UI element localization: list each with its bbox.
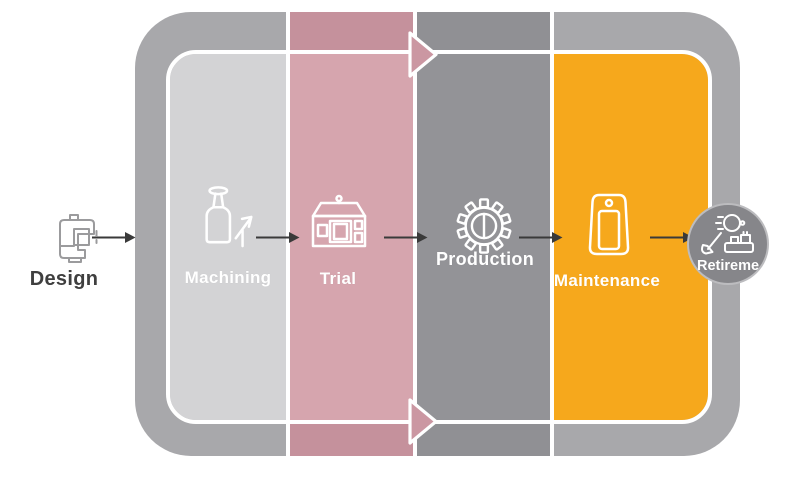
band-separator xyxy=(413,12,417,456)
flow-arrow-design-machining xyxy=(92,232,136,243)
band-separator xyxy=(286,12,290,456)
phase-arrow-bottom-icon xyxy=(408,398,438,445)
stage-label-production: Production xyxy=(436,249,534,269)
stage-label-maintenance: Maintenance xyxy=(553,271,661,290)
trial-factory-icon xyxy=(311,194,367,248)
stage-label-trial: Trial xyxy=(319,269,357,288)
retirement-scrap-icon xyxy=(701,214,754,255)
stage-label-design: Design xyxy=(29,268,99,290)
production-gear-icon xyxy=(456,198,512,254)
stage-label-retirement: Retireme xyxy=(696,258,760,274)
retirement-circle: Retireme xyxy=(687,203,769,285)
design-machine-icon xyxy=(59,214,98,263)
machining-tool-icon xyxy=(205,186,253,248)
phase-arrow-top-icon xyxy=(408,31,438,78)
flow-arrow-trial-production xyxy=(384,232,428,243)
flow-arrow-machining-trial xyxy=(256,232,300,243)
stage-label-machining: Machining xyxy=(184,268,272,287)
flow-arrow-production-maintenance xyxy=(519,232,563,243)
maintenance-cover-icon xyxy=(588,193,630,256)
